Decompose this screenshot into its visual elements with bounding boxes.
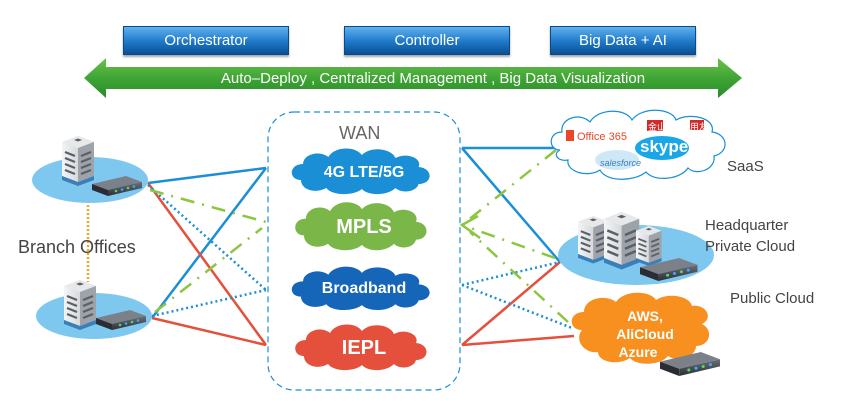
big-data-ai-button[interactable]: Big Data + AI xyxy=(550,26,696,55)
arrow-banner-text: Auto–Deploy , Centralized Management , B… xyxy=(220,70,646,87)
kingsoft-logo: 金山 xyxy=(648,122,667,132)
public-cloud-label: Public Cloud xyxy=(730,290,815,307)
wan-link-4g-label: 4G LTE/5G xyxy=(323,164,405,181)
right-links xyxy=(459,146,575,347)
wan-link-iepl-label: IEPL xyxy=(341,337,387,359)
hq-label-line1: Headquarter xyxy=(705,217,789,234)
branch-offices-label: Branch Offices xyxy=(18,237,136,257)
public-cloud-provider-azure: Azure xyxy=(618,344,658,360)
saas-label: SaaS xyxy=(727,158,764,175)
hq-label-line2: Private Cloud xyxy=(705,238,796,255)
wan-container xyxy=(267,111,461,391)
controller-button[interactable]: Controller xyxy=(344,26,510,55)
public-cloud-provider-alicloud: AliCloud xyxy=(616,326,674,342)
yonyou-logo: 用友 xyxy=(690,122,709,132)
wan-title: WAN xyxy=(339,123,381,143)
left-links xyxy=(86,166,268,347)
branch-office-2 xyxy=(36,278,152,339)
headquarter-site xyxy=(558,210,714,285)
public-cloud-provider-aws: AWS, xyxy=(627,308,663,324)
office365-logo: Office 365 xyxy=(577,131,627,143)
wan-link-mpls-label: MPLS xyxy=(336,216,392,238)
orchestrator-button[interactable]: Orchestrator xyxy=(123,26,289,55)
saas-cloud xyxy=(550,109,726,180)
branch-office-1 xyxy=(32,134,148,203)
salesforce-logo: salesforce xyxy=(600,158,642,168)
public-cloud xyxy=(571,292,720,376)
double-arrow-banner xyxy=(84,58,742,98)
skype-logo: skype xyxy=(640,137,689,156)
wan-link-broadband-label: Broadband xyxy=(321,280,407,297)
